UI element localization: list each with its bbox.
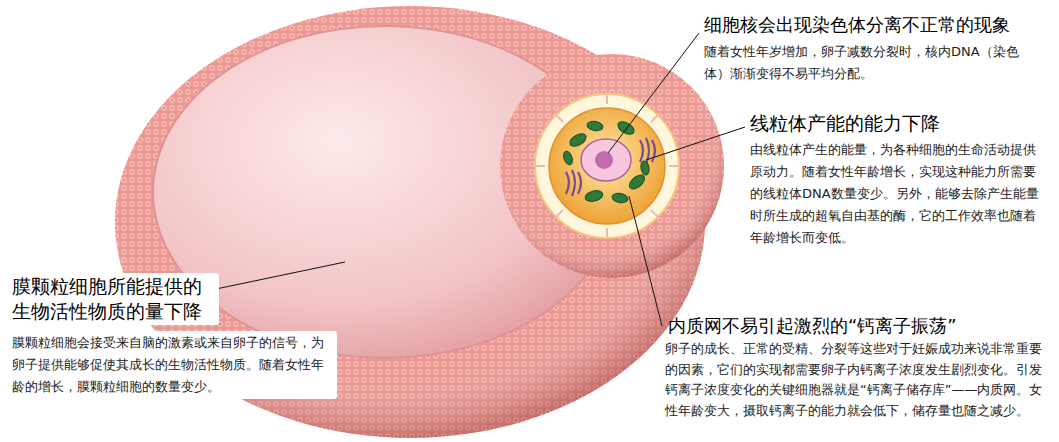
zona-pellucida bbox=[535, 94, 679, 238]
callout-heading: 线粒体产能的能力下降 bbox=[750, 112, 940, 136]
callout-body: 由线粒体产生的能量，为各种细胞的生命活动提供原动力。随着女性年龄增长，实现这种能… bbox=[750, 139, 1048, 249]
callout-body: 卵子的成长、正常的受精、分裂等这些对于妊娠成功来说非常重要的因素，它们的实现都需… bbox=[665, 339, 1053, 421]
callout-body: 膜颗粒细胞会接受来自脑的激素或来自卵子的信号，为卵子提供能够促使其成长的生物活性… bbox=[9, 331, 337, 399]
endoplasmic-reticulum bbox=[566, 138, 655, 196]
nucleolus bbox=[595, 151, 613, 169]
callout-body: 随着女性年岁增加，卵子减数分裂时，核内DNA（染色体）渐渐变得不易平均分配。 bbox=[704, 41, 1022, 85]
nucleus bbox=[581, 139, 631, 181]
cumulus-shade bbox=[500, 54, 724, 278]
cumulus-cells bbox=[500, 54, 724, 278]
leader-lines bbox=[216, 33, 745, 326]
zona-villi bbox=[535, 94, 679, 238]
callout-heading: 内质网不易引起激烈的“钙离子振荡” bbox=[668, 314, 957, 338]
callout-heading: 膜颗粒细胞所能提供的 生物活性物质的量下降 bbox=[9, 273, 219, 325]
mitochondria bbox=[562, 119, 650, 204]
cytoplasm bbox=[549, 108, 665, 224]
callout-heading: 细胞核会出现染色体分离不正常的现象 bbox=[704, 13, 1010, 37]
